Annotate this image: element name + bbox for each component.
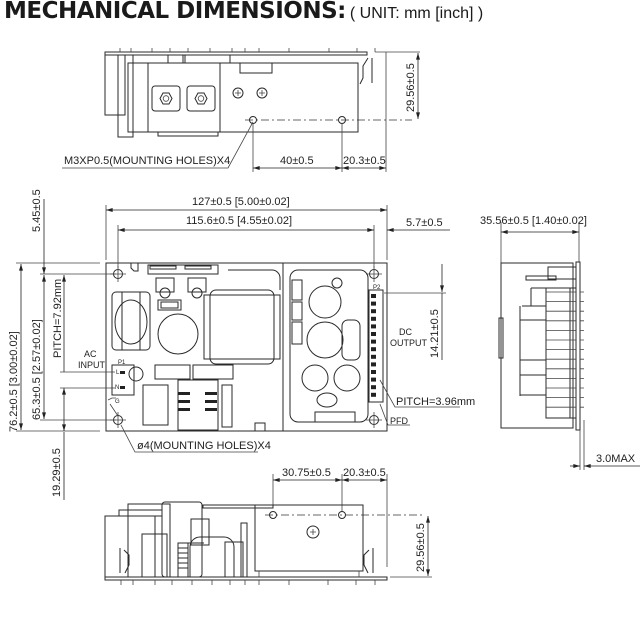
dc-output-pin [371,324,376,329]
dc-output-pin [371,362,376,367]
screw-icon [256,87,268,99]
dc-output-label-1: DC [399,327,412,337]
transformer-main [209,289,275,365]
dim-pitch-ac: PITCH=7.92mm [52,279,64,358]
side-view-bottom: 30.75±0.5 20.3±0.5 29.56±0.5 [104,467,432,585]
dim-hole-to-edge-bottom: 20.3±0.5 [343,467,386,479]
dc-pitch: PITCH=3.96mm [396,396,475,408]
end-view-body [500,262,574,429]
ac-input-label-1: AC [84,349,97,359]
pin-n: N [115,385,119,391]
dim-hole-spacing-length: 115.6±0.5 [4.55±0.02] [186,215,292,227]
pcb-outline [105,262,388,432]
hex-nut-icon [194,92,208,105]
dim-ac-to-bottom: 19.29±0.5 [51,448,63,497]
mounting-holes-note: ø4(MOUNTING HOLES)X4 [137,440,271,452]
page-title: MECHANICAL DIMENSIONS:( UNIT: mm [inch] … [4,0,483,24]
clip-right [363,548,374,574]
dc-output-connector [368,289,384,403]
transformer-small [111,291,151,351]
end-view-fins [546,291,584,408]
end-view: 35.56±0.5 [1.40±0.02] 3.0MAX [480,215,640,470]
dc-output-pin [371,301,376,306]
end-view-pcb [575,261,581,431]
end-dim-height: 35.56±0.5 [1.40±0.02] [480,215,587,227]
top-view: 127±0.5 [5.00±0.02] 115.6±0.5 [4.55±0.02… [8,189,475,500]
ac-clip [359,57,373,85]
heatsink-bottom [254,504,364,572]
hex-nut-icon [159,92,173,105]
connector-p2: P2 [373,285,381,291]
capacitor [157,313,199,355]
pin-l: L [116,370,120,376]
side-view-top: M3XP0.5(MOUNTING HOLES)X4 40±0.5 20.3±0.… [62,48,420,172]
dim-hole-to-right-edge: 5.7±0.5 [406,217,443,229]
screw-icon [232,87,244,99]
dim-height-bottom: 29.56±0.5 [415,523,427,572]
pin-g: G [115,399,120,405]
title-main: MECHANICAL DIMENSIONS: [4,0,346,24]
pcb-pins [119,48,376,52]
title-unit: ( UNIT: mm [inch] ) [349,5,484,22]
dc-output-pin [371,294,376,298]
mounting-holes [110,266,382,428]
component-outline [117,54,134,138]
dc-output-pin [371,377,376,382]
nut-box [186,85,216,112]
dim-overall-length: 127±0.5 [5.00±0.02] [192,196,290,208]
dim-hole-spacing-top: 40±0.5 [280,155,314,167]
dc-output-pin [371,309,376,314]
component-outline [104,54,126,116]
dim-dc-pin1: 14.21±0.5 [429,309,441,358]
clip-left [119,548,130,574]
dc-output-pin [371,347,376,352]
dc-output-pin [371,339,376,344]
dc-output-pin [371,392,376,397]
dim-hole-offset-bottom: 30.75±0.5 [282,467,331,479]
mounting-holes-note-top: M3XP0.5(MOUNTING HOLES)X4 [64,155,230,167]
leader-line [62,121,254,169]
dim-hole-to-top-edge: 5.45±0.5 [31,189,43,232]
dc-output-pin [371,354,376,359]
ac-input-connector [111,364,135,396]
dim-overall-width: 76.2±0.5 [3.00±0.02] [8,331,20,432]
dc-output-pins [371,294,376,397]
dc-output-pin [371,370,376,374]
screw-icon [306,525,320,539]
end-dim-pin-length: 3.0MAX [596,453,636,465]
dim-height-top: 29.56±0.5 [405,63,417,112]
dim-hole-to-edge-top: 20.3±0.5 [343,155,386,167]
dc-output-pin [371,385,376,390]
dim-hole-spacing-width: 65.3±0.5 [2.57±0.02] [31,319,43,420]
dc-output-label-2: OUTPUT [390,338,428,348]
nut-box [151,85,181,112]
heatsink-body [127,62,359,133]
dc-output-pin [371,316,376,321]
heatsink-fins [178,392,217,411]
dc-output-pin [371,332,376,336]
connector-p1: P1 [118,360,126,366]
pfd-label: PFD [390,416,409,426]
ac-input-label-2: INPUT [78,360,106,370]
pcb-edge [104,51,368,56]
